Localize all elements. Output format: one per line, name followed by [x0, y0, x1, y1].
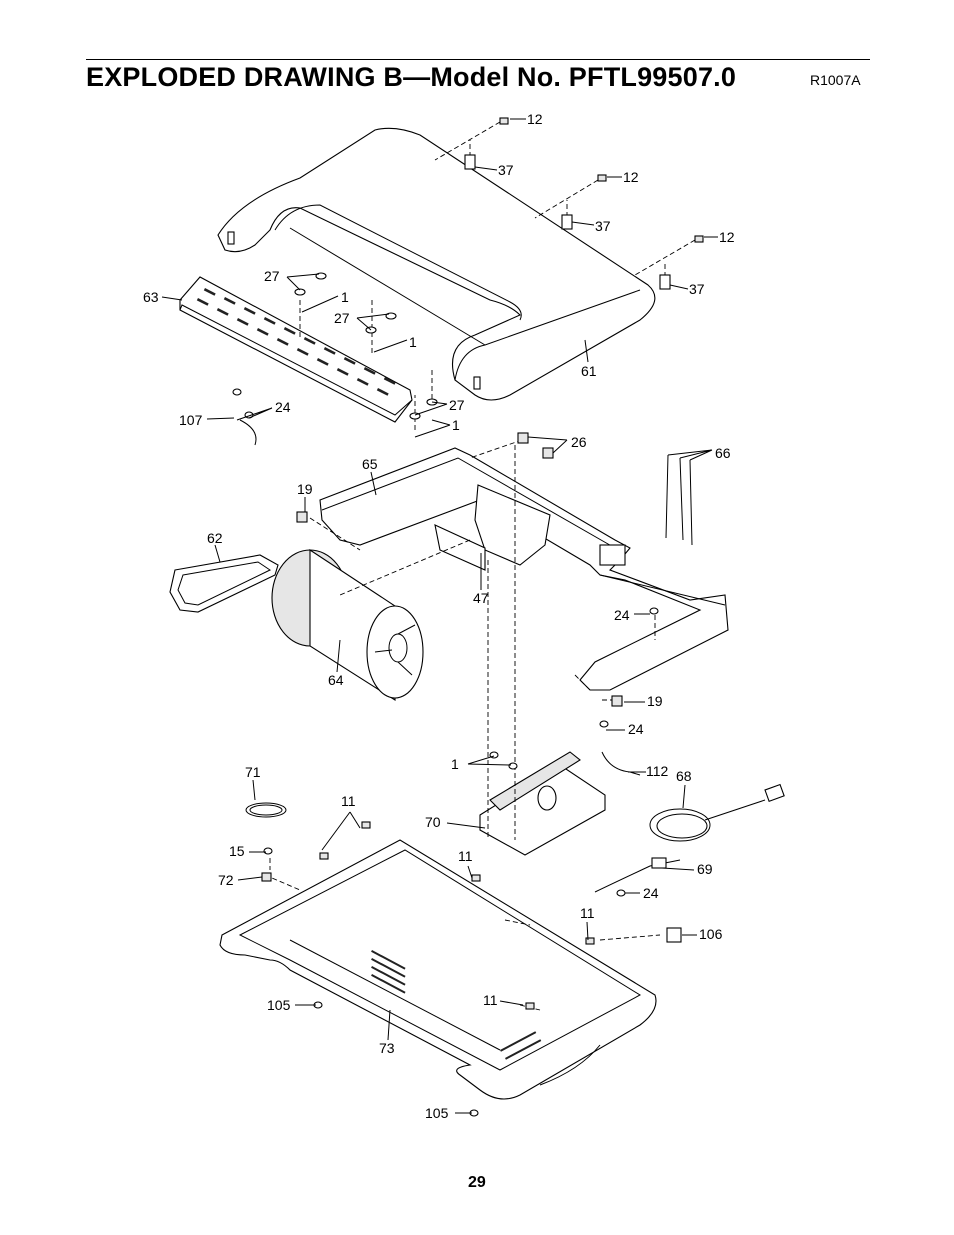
callout-27-a: 27 — [264, 268, 280, 284]
power-cord-part — [649, 783, 785, 842]
fasteners — [232, 117, 704, 1117]
callout-105-b: 105 — [425, 1105, 449, 1121]
drive-belt-part — [169, 554, 279, 613]
callout-64: 64 — [328, 672, 344, 688]
callout-24-b: 24 — [614, 607, 630, 623]
motor-part — [271, 548, 424, 702]
callout-69: 69 — [697, 861, 713, 877]
callout-72: 72 — [218, 872, 234, 888]
callout-11-c: 11 — [580, 905, 595, 921]
callout-1-c: 1 — [452, 417, 460, 433]
header-rule — [86, 59, 870, 60]
page-number: 29 — [468, 1174, 486, 1191]
callout-27-c: 27 — [449, 397, 465, 413]
callout-15: 15 — [229, 843, 245, 859]
callout-26: 26 — [571, 434, 587, 450]
motor-bracket-part — [434, 524, 486, 571]
callout-labels: 12 37 12 37 12 37 27 1 63 27 1 61 107 24… — [143, 111, 735, 1121]
wire-harness-part — [594, 857, 681, 893]
callout-71: 71 — [245, 764, 261, 780]
callout-24-c: 24 — [628, 721, 644, 737]
callout-73: 73 — [379, 1040, 395, 1056]
callout-61: 61 — [581, 363, 597, 379]
callout-62: 62 — [207, 530, 223, 546]
cable-ties-part — [665, 454, 693, 546]
callout-24-a: 24 — [275, 399, 291, 415]
controller-part — [479, 751, 606, 856]
callout-27-b: 27 — [334, 310, 350, 326]
callout-37-c: 37 — [689, 281, 705, 297]
callout-63: 63 — [143, 289, 159, 305]
callout-65: 65 — [362, 456, 378, 472]
callout-11-d: 11 — [483, 992, 498, 1008]
callout-105-a: 105 — [267, 997, 291, 1013]
callout-24-d: 24 — [643, 885, 659, 901]
callout-47: 47 — [473, 590, 489, 606]
callout-112: 112 — [646, 763, 669, 779]
callout-11-a: 11 — [341, 793, 356, 809]
leader-lines — [161, 118, 718, 1114]
motor-hood-part — [217, 127, 656, 401]
hood-base-part — [219, 839, 657, 1100]
grille-plate-part — [179, 276, 413, 423]
callout-1-d: 1 — [451, 756, 459, 772]
callout-68: 68 — [676, 768, 692, 784]
callout-12-c: 12 — [719, 229, 735, 245]
callout-107: 107 — [179, 412, 203, 428]
callout-19-b: 19 — [647, 693, 663, 709]
power-switch-part — [666, 927, 682, 943]
frame-part — [319, 447, 729, 691]
drawing-id: R1007A — [810, 72, 861, 88]
callout-1-a: 1 — [341, 289, 349, 305]
callout-37-b: 37 — [595, 218, 611, 234]
callout-106: 106 — [699, 926, 723, 942]
ground-wire-107 — [239, 419, 257, 446]
ground-wire-part — [245, 802, 287, 818]
callout-12-b: 12 — [623, 169, 639, 185]
callout-37-a: 37 — [498, 162, 514, 178]
callout-70: 70 — [425, 814, 441, 830]
callout-11-b: 11 — [458, 848, 473, 864]
page-title: EXPLODED DRAWING B—Model No. PFTL99507.0 — [86, 62, 737, 92]
callout-12-a: 12 — [527, 111, 543, 127]
callout-66: 66 — [715, 445, 731, 461]
callout-1-b: 1 — [409, 334, 417, 350]
callout-19-a: 19 — [297, 481, 313, 497]
assembly-lines — [264, 121, 696, 1011]
